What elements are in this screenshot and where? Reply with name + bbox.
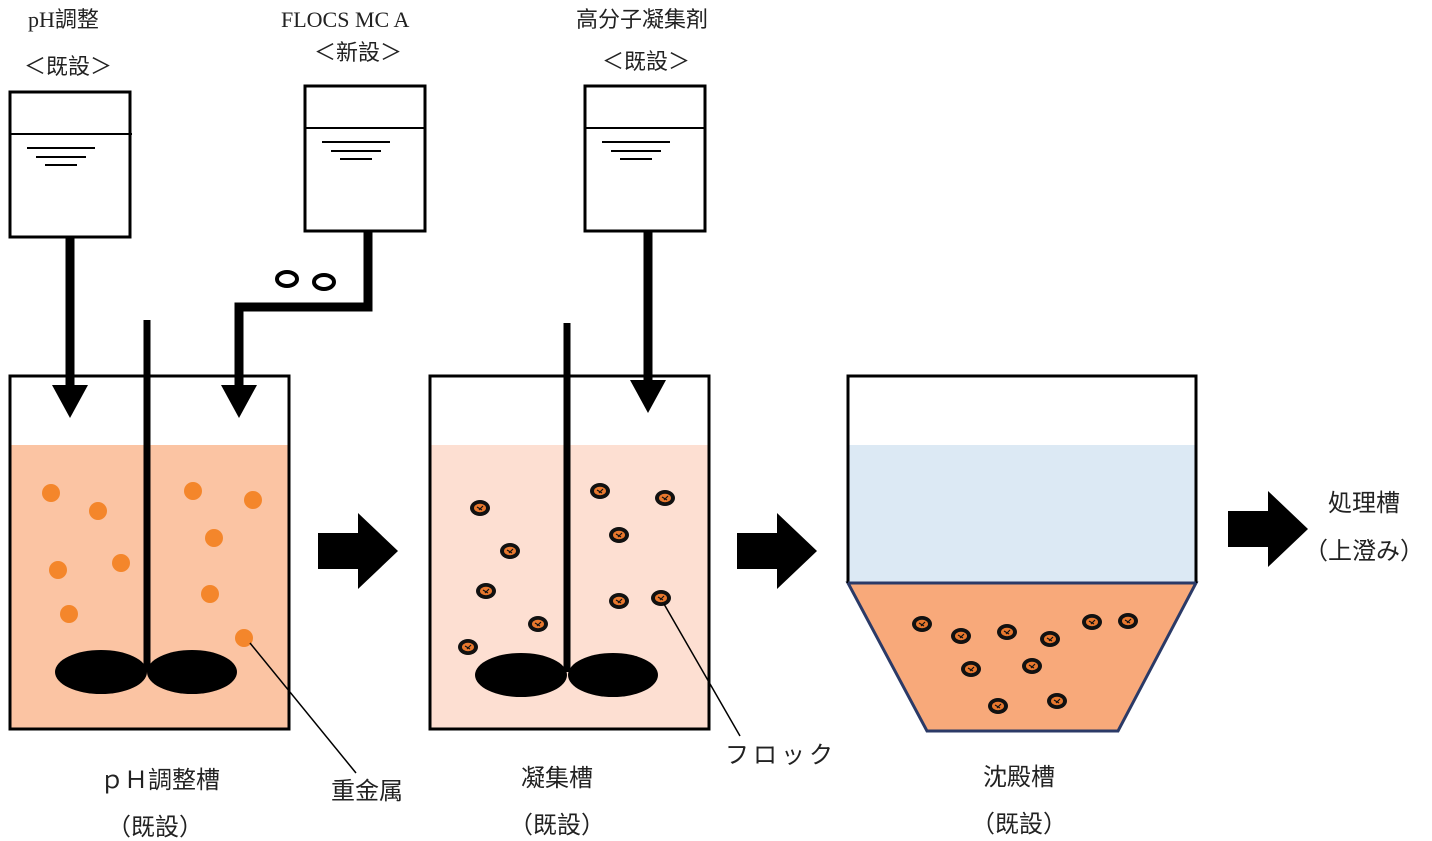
flocs-feed-line: [221, 231, 373, 418]
down-arrow-icon: [221, 385, 257, 418]
settling-tank-name: 沈殿槽: [983, 763, 1055, 791]
coag-tank-name: 凝集槽: [521, 764, 593, 792]
coag-tank-status: （既設）: [509, 811, 605, 839]
flow-arrow-icon: [318, 513, 398, 589]
polymer-dosing-status: ＜既設＞: [602, 50, 691, 75]
flow-arrow-icon: [1228, 491, 1308, 567]
polymer-dosing-tank: [583, 84, 707, 233]
polymer-feed-line: [630, 231, 666, 413]
outlet-note: （上澄み）: [1304, 537, 1424, 565]
ph-dosing-tank: [8, 90, 132, 239]
flocs-dosing-tank: [303, 84, 427, 233]
floc-label: フロック: [725, 741, 837, 769]
flocs-particle: [275, 270, 336, 291]
heavy-metal-label: 重金属: [331, 777, 403, 805]
water-level-icon: [27, 147, 95, 166]
flocs-dosing-status: ＜新設＞: [314, 41, 403, 66]
agitator-blade: [475, 653, 567, 697]
agitator-blade: [55, 650, 147, 694]
ph-dosing-name: pH調整: [28, 7, 99, 32]
ph-tank-status: （既設）: [107, 813, 203, 841]
coagulation-tank: [428, 323, 711, 731]
settling-tank-status: （既設）: [971, 810, 1067, 838]
flow-arrow-icon: [737, 513, 817, 589]
outlet-name: 処理槽: [1328, 489, 1400, 517]
water-level-icon: [602, 141, 670, 160]
ph-adjustment-tank: [8, 320, 291, 731]
settling-tank: [845, 374, 1199, 733]
heavy-metal-leader-line: [249, 642, 357, 774]
down-arrow-icon: [52, 385, 88, 418]
ph-feed-line: [52, 237, 88, 418]
water-level-icon: [322, 141, 390, 160]
agitator-blade: [147, 650, 237, 694]
agitator-blade: [568, 653, 658, 697]
ph-tank-name: ｐＨ調整槽: [100, 766, 220, 794]
floc-leader-line: [663, 603, 741, 737]
ph-dosing-status: ＜既設＞: [24, 55, 113, 80]
down-arrow-icon: [630, 380, 666, 413]
flocs-dosing-name: FLOCS MC A: [281, 7, 410, 32]
polymer-dosing-name: 高分子凝集剤: [576, 7, 709, 32]
heavy-metal-particles: [42, 482, 262, 647]
